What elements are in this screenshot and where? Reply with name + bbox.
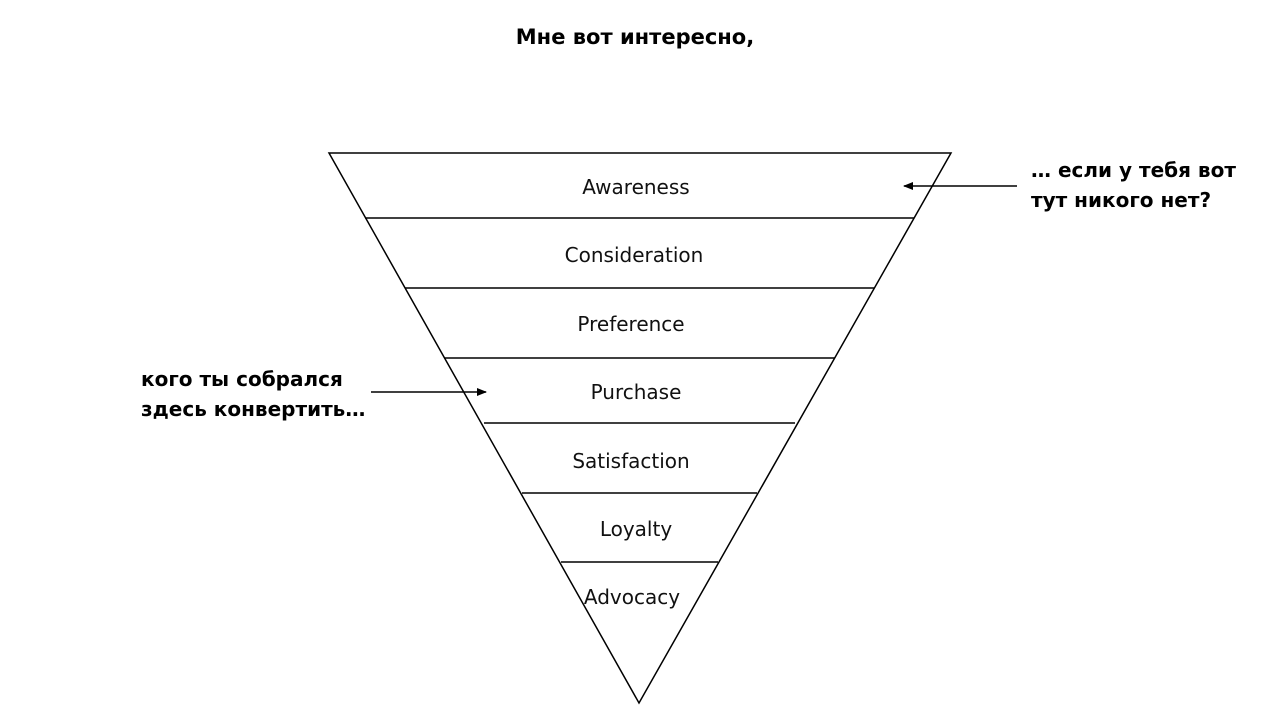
funnel-outline <box>327 152 953 705</box>
annotation-left-line2: здесь конвертить… <box>141 397 366 421</box>
stage-label-loyalty: Loyalty <box>600 517 673 541</box>
annotation-right-line2: тут никого нет? <box>1031 188 1212 212</box>
stage-label-awareness: Awareness <box>582 175 689 199</box>
stage-label-satisfaction: Satisfaction <box>572 449 689 473</box>
annotation-right: … если у тебя вот тут никого нет? <box>1031 155 1236 215</box>
slide-title: Мне вот интересно, <box>515 25 755 49</box>
annotation-left: кого ты собрался здесь конвертить… <box>141 364 365 424</box>
stage-label-purchase: Purchase <box>591 380 682 404</box>
stage-label-consideration: Consideration <box>565 243 704 267</box>
stage-label-advocacy: Advocacy <box>584 585 680 609</box>
annotation-right-line1: … если у тебя вот <box>1031 158 1236 182</box>
annotation-left-line1: кого ты собрался <box>141 367 343 391</box>
stage-label-preference: Preference <box>577 312 684 336</box>
